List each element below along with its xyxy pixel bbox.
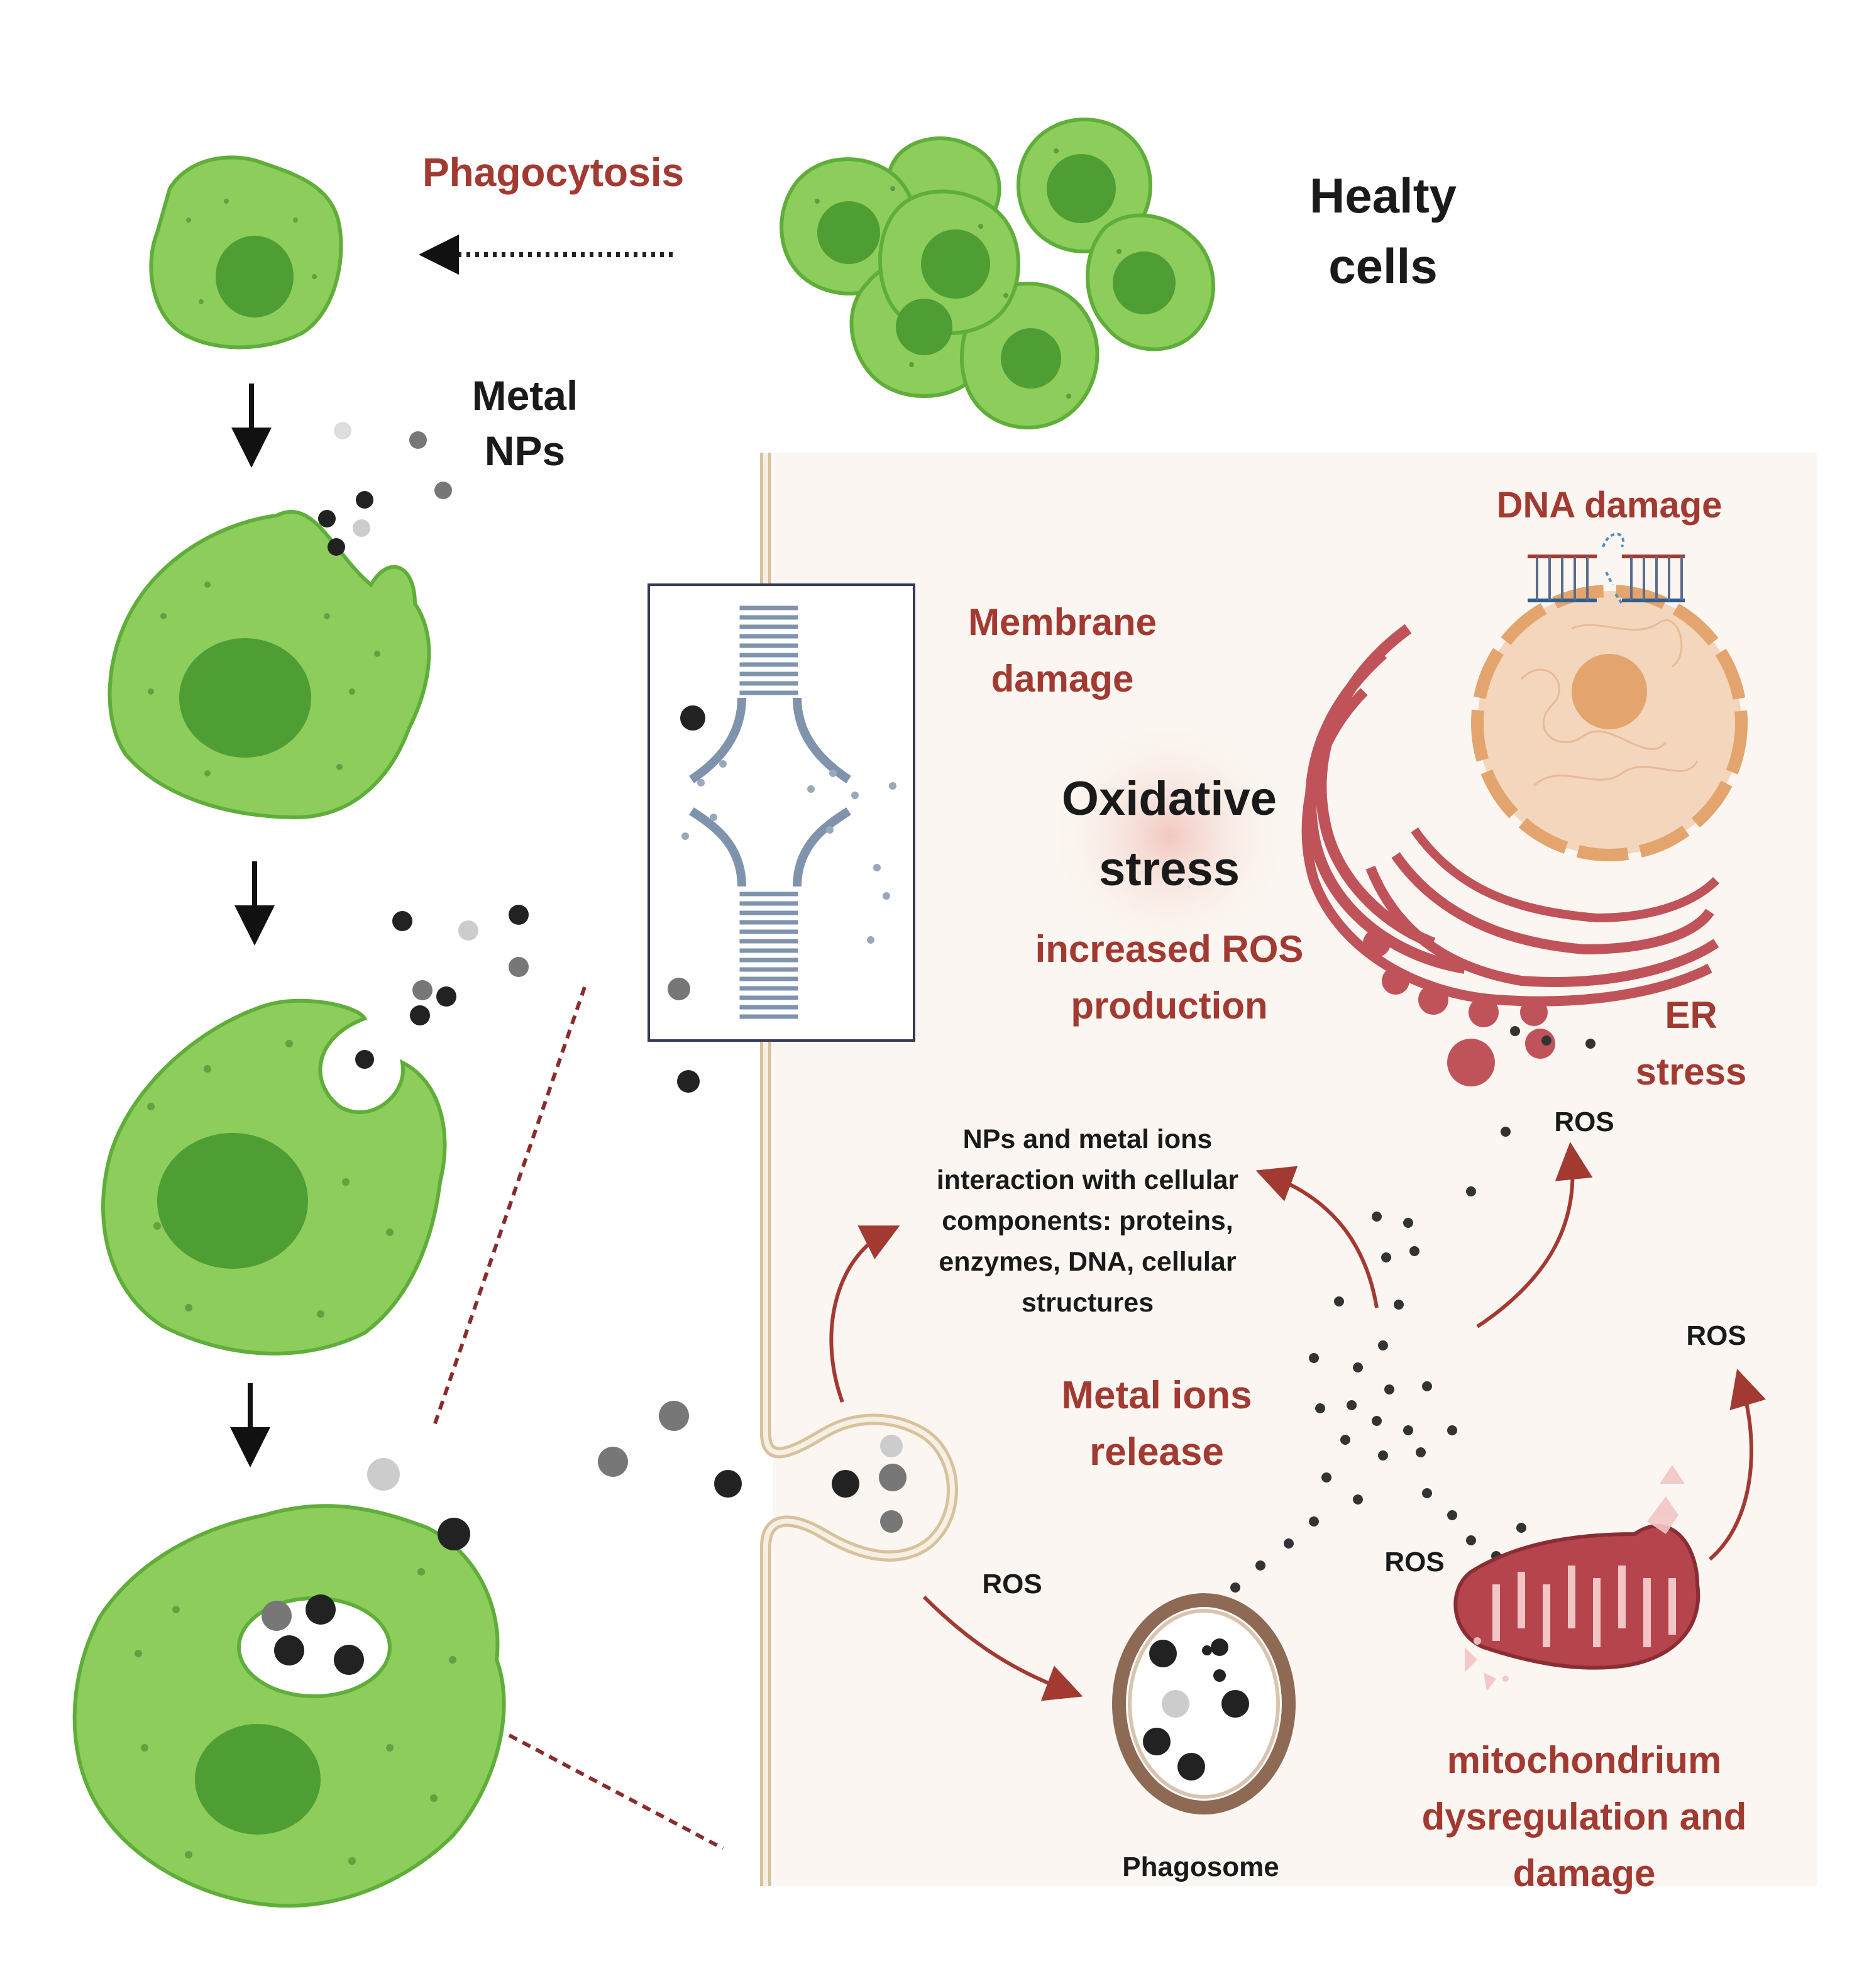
oxidative-glow — [1044, 717, 1295, 956]
metal-nanoparticles — [318, 422, 907, 1550]
phagosome — [1112, 1593, 1296, 1814]
macrophage-1 — [149, 155, 343, 350]
phagocytosis-label: Phagocytosis — [422, 150, 685, 195]
er-and-nucleus — [1301, 585, 1748, 1086]
phagosome-label: Phagosome — [1122, 1852, 1279, 1882]
ros-particles — [1202, 1026, 1596, 1677]
process-arrows — [230, 384, 275, 1467]
macrophage-3 — [101, 998, 447, 1356]
macrophage-2 — [107, 510, 431, 820]
macrophage-4 — [72, 1504, 506, 1908]
ros-label-phagosome: ROS — [982, 1569, 1042, 1599]
mitochondrion — [1453, 1465, 1700, 1691]
zoom-connectors — [432, 986, 724, 1850]
ros-label-mito: ROS — [1686, 1320, 1746, 1351]
cytoplasm-dots — [135, 199, 456, 1865]
ros-label-er: ROS — [1554, 1107, 1614, 1137]
red-arrows — [829, 1142, 1767, 1701]
ros-label-center: ROS — [1384, 1547, 1445, 1577]
dna-damage-icon — [1528, 533, 1685, 605]
dna-damage-label: DNA damage — [1496, 485, 1722, 526]
membrane-pore-inset — [648, 583, 915, 1042]
